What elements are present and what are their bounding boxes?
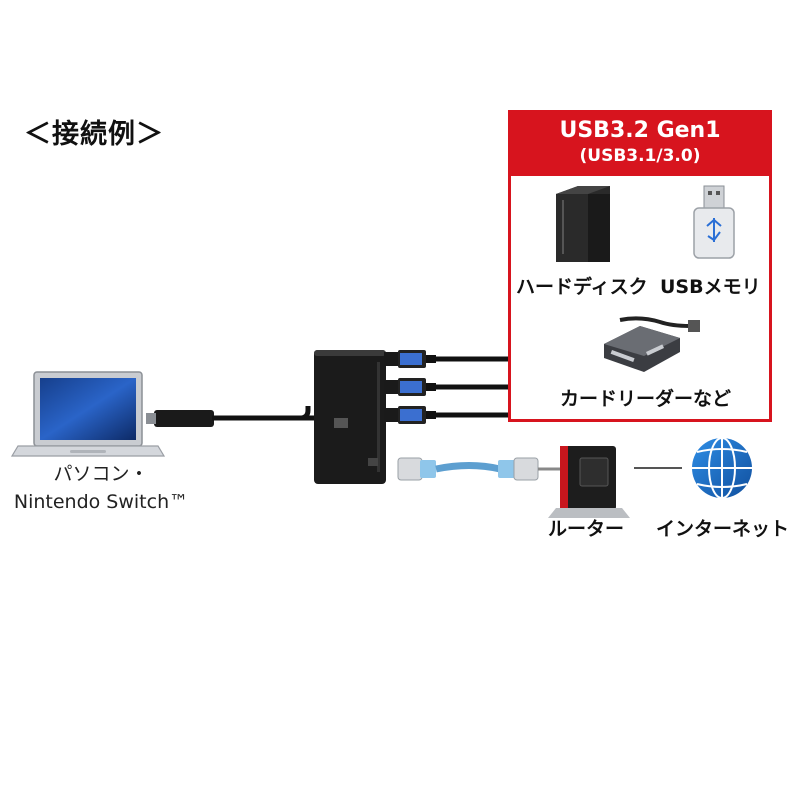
laptop-icon <box>10 371 166 457</box>
hard-disk-icon <box>556 186 610 262</box>
page-title: ＜接続例＞ <box>24 119 164 150</box>
usb-panel-heading: USB3.2 Gen1 <box>559 118 721 143</box>
card-reader-label: カードリーダーなど <box>560 388 732 410</box>
usb-memory-icon <box>693 185 735 259</box>
internet-label: インターネット <box>656 518 790 540</box>
usb-a-plugs <box>384 350 508 424</box>
usb-memory-label: USBメモリ <box>660 276 761 298</box>
usb-panel-header: USB3.2 Gen1 (USB3.1/3.0) <box>508 110 772 176</box>
lan-cable <box>397 457 560 481</box>
pc-label: パソコン・ Nintendo Switch™ <box>6 460 196 516</box>
router-label: ルーター <box>548 518 625 540</box>
usb-panel-subheading: (USB3.1/3.0) <box>579 146 701 166</box>
usb-c-cable <box>146 406 318 427</box>
globe-icon <box>692 437 752 499</box>
card-reader-icon <box>604 316 700 372</box>
hard-disk-label: ハードディスク <box>516 276 648 298</box>
pc-label-line2: Nintendo Switch™ <box>13 491 189 513</box>
hub-device <box>314 350 386 484</box>
router-icon <box>548 446 630 518</box>
pc-label-line1: パソコン・ <box>53 463 149 485</box>
